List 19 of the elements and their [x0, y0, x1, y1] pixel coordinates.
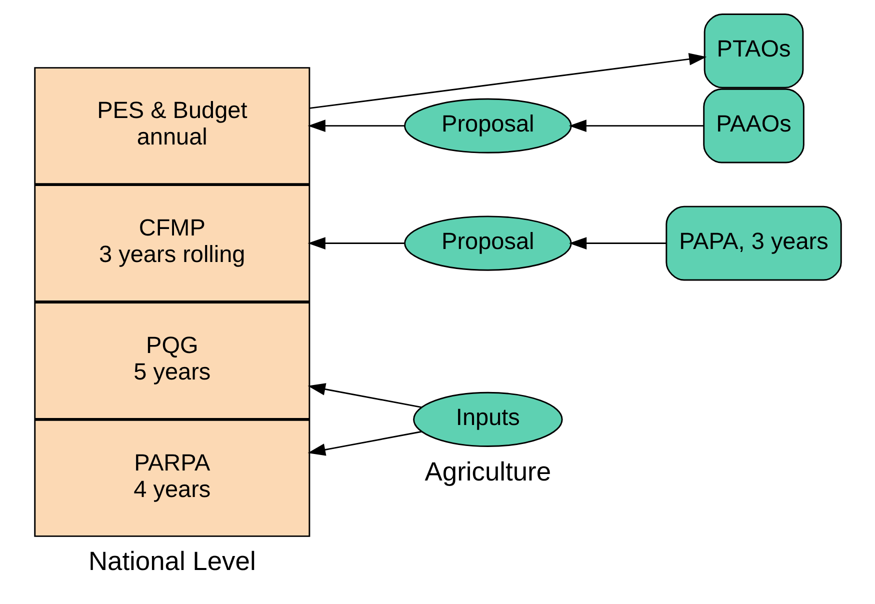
node-box: PAAOs — [702, 88, 804, 164]
node-box: PARPA 4 years — [34, 419, 310, 537]
label: National Level — [88, 546, 256, 576]
node-box: PES & Budget annual — [34, 67, 310, 185]
label: Agriculture — [424, 456, 551, 486]
arrow — [307, 120, 404, 132]
node-box: CFMP 3 years rolling — [34, 184, 310, 302]
node-ellipse: Inputs — [412, 392, 562, 448]
node-box: PQG 5 years — [34, 302, 310, 420]
arrow — [307, 237, 404, 250]
node-ellipse: Proposal — [404, 216, 572, 271]
node-box: PAPA, 3 years — [665, 206, 842, 281]
node-box: PTAOs — [703, 14, 804, 88]
arrow — [307, 430, 422, 456]
arrow — [568, 120, 703, 132]
node-ellipse: Proposal — [404, 98, 572, 154]
arrow — [307, 383, 422, 408]
arrow — [568, 237, 666, 250]
arrow — [309, 52, 706, 109]
